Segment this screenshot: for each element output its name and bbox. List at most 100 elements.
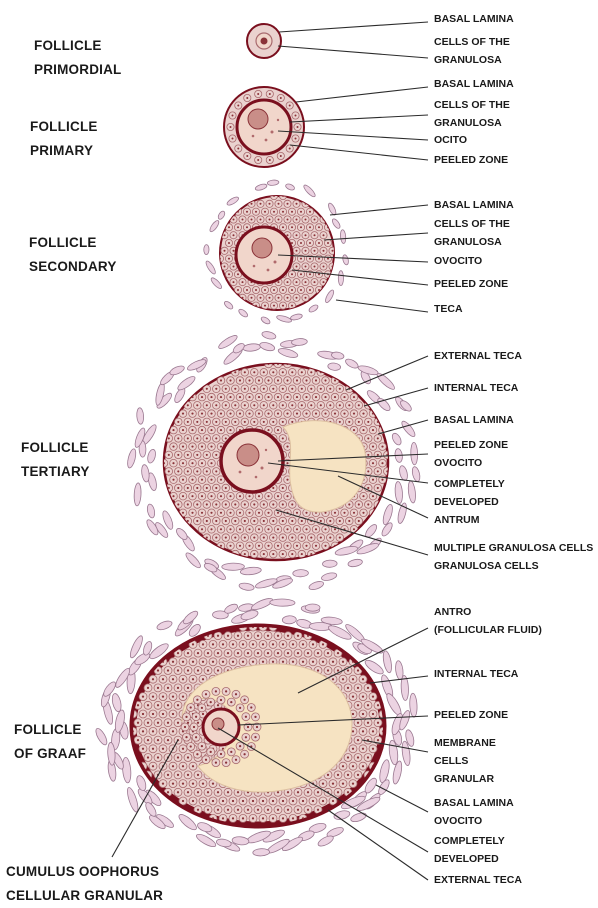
cell-nucleus	[252, 661, 254, 663]
cell-nucleus	[329, 520, 331, 522]
cell-nucleus	[353, 396, 355, 398]
cell-nucleus	[167, 704, 169, 706]
cell-nucleus	[307, 652, 309, 654]
cell-nucleus	[324, 528, 326, 530]
cell-nucleus	[305, 512, 307, 514]
cell-nucleus	[259, 218, 261, 220]
cell-nucleus	[250, 297, 252, 299]
cell-nucleus	[191, 479, 193, 481]
theca-cell	[253, 848, 270, 856]
cell-nucleus	[318, 258, 320, 260]
cell-nucleus	[196, 487, 198, 489]
cell-nucleus	[220, 753, 222, 755]
cell-nucleus	[215, 690, 217, 692]
cell-nucleus	[272, 553, 274, 555]
theca-cell	[344, 357, 359, 370]
cell-nucleus	[239, 413, 241, 415]
theca-cell	[222, 563, 245, 571]
cell-nucleus	[220, 699, 222, 701]
cell-nucleus	[215, 520, 217, 522]
cell-nucleus	[201, 512, 203, 514]
cell-nucleus	[137, 704, 139, 706]
cell-nucleus	[287, 809, 289, 811]
cell-nucleus	[237, 791, 239, 793]
cell-nucleus	[243, 753, 245, 755]
cell-nucleus	[362, 765, 364, 767]
callout-basal-lamina-oocyte: BASAL LAMINA OVOCITO	[434, 794, 514, 830]
cell-nucleus	[225, 437, 227, 439]
stage-label-secondary: FOLLICLE SECONDARY	[29, 231, 117, 279]
cell-nucleus	[220, 512, 222, 514]
cell-nucleus	[177, 687, 179, 689]
cell-nucleus	[277, 379, 279, 381]
cell-nucleus	[167, 687, 169, 689]
cell-nucleus	[191, 429, 193, 431]
cell-nucleus	[263, 404, 265, 406]
cell-nucleus	[282, 520, 284, 522]
callout-completely-developed: COMPLETELY DEVELOPED	[434, 832, 505, 868]
cell-nucleus	[187, 669, 189, 671]
cell-nucleus	[295, 281, 297, 283]
cell-nucleus	[268, 297, 270, 299]
cell-nucleus	[210, 479, 212, 481]
cell-nucleus	[282, 643, 284, 645]
cell-nucleus	[182, 512, 184, 514]
cell-nucleus	[286, 479, 288, 481]
callout-basal-lamina: BASAL LAMINA	[434, 75, 514, 93]
cell-nucleus	[215, 404, 217, 406]
cell-nucleus	[313, 265, 315, 267]
cell-nucleus	[246, 155, 248, 157]
cell-nucleus	[201, 429, 203, 431]
callout-line: EXTERNAL TECA	[434, 871, 522, 889]
cell-nucleus	[237, 652, 239, 654]
cell-nucleus	[182, 429, 184, 431]
cell-nucleus	[348, 520, 350, 522]
cell-nucleus	[277, 512, 279, 514]
callout-line: MULTIPLE GRANULOSA CELLS	[434, 539, 593, 557]
cell-nucleus	[337, 774, 339, 776]
cell-nucleus	[286, 297, 288, 299]
cell-nucleus	[292, 661, 294, 663]
cell-nucleus	[254, 736, 256, 738]
cell-nucleus	[310, 404, 312, 406]
cell-nucleus	[215, 503, 217, 505]
cell-nucleus	[291, 537, 293, 539]
cell-nucleus	[172, 479, 174, 481]
theca-cell	[400, 419, 417, 438]
cell-nucleus	[295, 250, 297, 252]
cell-nucleus	[206, 520, 208, 522]
theca-cell	[169, 364, 186, 376]
theca-cell	[390, 432, 402, 447]
theca-cell	[411, 466, 421, 482]
callout-line: GRANULOSA	[434, 233, 510, 251]
cell-nucleus	[239, 512, 241, 514]
stage-title-line: FOLLICLE	[21, 436, 90, 460]
cell-nucleus	[257, 652, 259, 654]
cell-nucleus	[142, 713, 144, 715]
stage-title-line: FOLLICLE	[30, 115, 98, 139]
cell-nucleus	[232, 817, 234, 819]
callout-line: COMPLETELY	[434, 475, 505, 493]
theca-cell	[285, 183, 296, 191]
cell-nucleus	[184, 726, 186, 728]
cell-nucleus	[377, 470, 379, 472]
cell-nucleus	[195, 716, 197, 718]
cell-nucleus	[167, 722, 169, 724]
cell-nucleus	[248, 512, 250, 514]
cell-nucleus	[234, 520, 236, 522]
cell-nucleus	[177, 421, 179, 423]
theca-cell	[270, 599, 295, 607]
theca-cell	[245, 829, 271, 845]
cell-nucleus	[210, 512, 212, 514]
theca-cell	[260, 316, 271, 326]
callout-line: CELLS OF THE	[434, 215, 510, 233]
primary-nucleus	[248, 109, 268, 129]
cell-nucleus	[277, 635, 279, 637]
cell-nucleus	[215, 537, 217, 539]
cell-nucleus	[210, 751, 212, 753]
cell-nucleus	[337, 669, 339, 671]
theca-cell	[184, 551, 203, 570]
theca-cell	[293, 569, 309, 577]
cell-nucleus	[225, 421, 227, 423]
theca-cell	[308, 304, 319, 314]
